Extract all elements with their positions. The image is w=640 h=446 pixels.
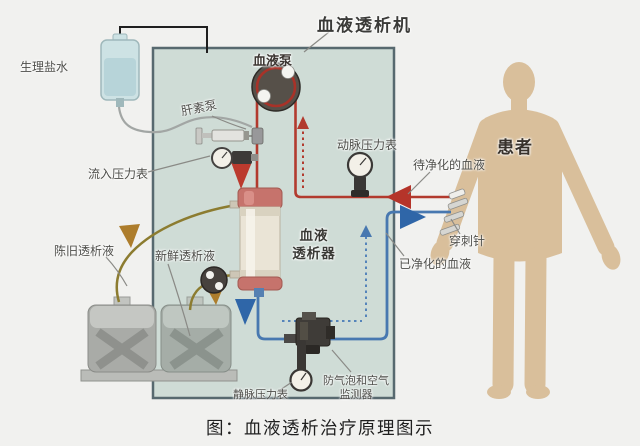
puncture-needle-cuff <box>439 188 469 236</box>
puncture-needle-label: 穿刺针 <box>449 234 486 248</box>
heparin-syringe <box>195 127 264 145</box>
air-bubble-detector <box>284 312 335 354</box>
dialysate-tanks <box>80 296 238 382</box>
dialyzer <box>229 187 283 297</box>
blood-pump-label: 血液泵 <box>253 53 293 68</box>
saline-hanger-line <box>119 26 208 53</box>
saline-tube <box>117 106 253 134</box>
patient-label: 患者 <box>497 138 533 157</box>
flow-arrow-dashed-up-red-icon <box>297 116 309 129</box>
figure-caption: 图：血液透析治疗原理图示 <box>206 418 434 438</box>
flow-arrow-from-patient-icon <box>386 185 411 209</box>
flow-arrow-down-blue-icon <box>235 299 256 325</box>
venous-pressure-gauge <box>289 340 313 392</box>
inflow-pressure-gauge <box>211 147 258 169</box>
arterial-gauge-label: 动脉压力表 <box>337 138 398 152</box>
flow-arrow-old-dialysate-icon <box>119 224 140 248</box>
machine-title: 血液透析机 <box>317 16 412 35</box>
blood-to-purify-label: 待净化的血液 <box>413 158 486 172</box>
flow-arrow-to-patient-icon <box>400 205 426 229</box>
dialysate-pump <box>200 266 228 294</box>
flow-arrow-dashed-up-icon <box>360 225 372 237</box>
arterial-pressure-gauge <box>346 151 374 197</box>
saline-label: 生理盐水 <box>20 60 69 74</box>
flow-arrow-into-dialyzer-icon <box>231 162 252 189</box>
purified-blood-label: 已净化的血液 <box>399 257 472 271</box>
saline-bag-assembly <box>100 26 253 134</box>
inflow-gauge-label: 流入压力表 <box>88 167 149 181</box>
callout-lines <box>105 31 461 393</box>
air-monitor-label: 防气泡和空气 监测器 <box>323 375 389 402</box>
blood-pump <box>251 62 301 112</box>
venous-gauge-label: 静脉压力表 <box>233 389 288 401</box>
venous-line <box>235 205 451 341</box>
fresh-dialysate-tank <box>160 296 232 373</box>
patient-silhouette <box>430 62 621 399</box>
dialyzer-venous-port <box>254 288 264 297</box>
dialyzer-label: 血液 透析器 <box>292 228 336 261</box>
old-dialysate-tube <box>115 203 237 303</box>
fresh-dialysate-label: 新鲜透析液 <box>155 249 216 263</box>
old-dialysate-label: 陈旧透析液 <box>54 244 115 258</box>
old-dialysate-tank <box>87 296 157 373</box>
